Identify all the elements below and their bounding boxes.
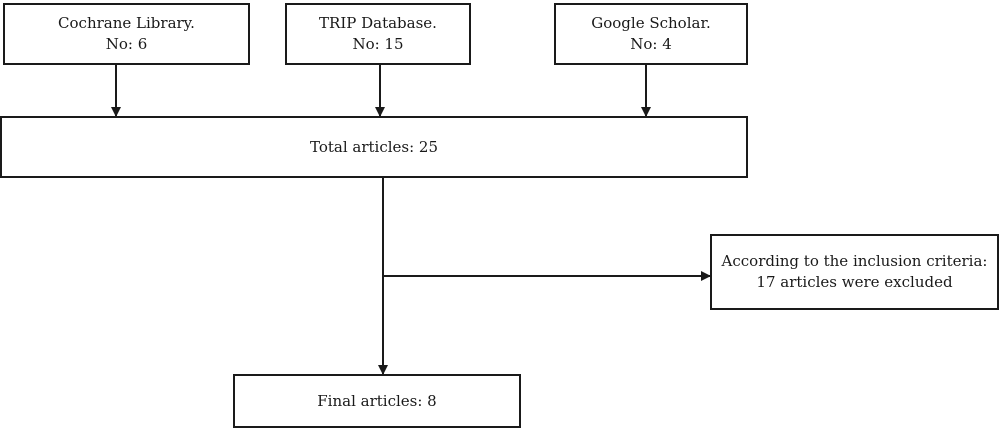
- final-articles-label: Final articles: 8: [317, 391, 437, 410]
- source-box-cochrane: Cochrane Library. No: 6: [3, 3, 250, 65]
- total-articles-label: Total articles: 25: [309, 137, 439, 156]
- source-count: No: 6: [105, 35, 148, 53]
- source-box-trip: TRIP Database. No: 15: [285, 3, 471, 65]
- total-articles-box: Total articles: 25: [0, 116, 748, 178]
- source-name: TRIP Database.: [319, 14, 437, 32]
- source-name: Cochrane Library.: [58, 14, 195, 32]
- source-count: No: 4: [630, 35, 672, 53]
- source-count: No: 15: [352, 35, 404, 53]
- excluded-count-text: 17 articles were excluded: [756, 273, 953, 291]
- excluded-criteria-text: According to the inclusion criteria:: [721, 252, 988, 270]
- final-articles-box: Final articles: 8: [233, 374, 521, 428]
- source-box-google-scholar: Google Scholar. No: 4: [554, 3, 748, 65]
- source-name: Google Scholar.: [591, 14, 711, 32]
- excluded-articles-box: According to the inclusion criteria: 17 …: [710, 234, 999, 310]
